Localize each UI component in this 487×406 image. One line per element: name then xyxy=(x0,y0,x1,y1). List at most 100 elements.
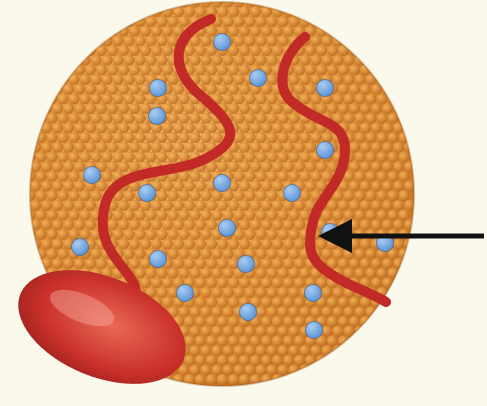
surface-bead xyxy=(349,316,360,327)
surface-bead xyxy=(371,161,382,172)
surface-bead xyxy=(365,171,376,182)
surface-bead xyxy=(294,219,305,230)
surface-bead xyxy=(382,258,393,269)
surface-bead xyxy=(134,35,145,46)
surface-bead xyxy=(178,93,189,104)
surface-bead xyxy=(272,335,283,346)
surface-bead xyxy=(266,132,277,143)
surface-bead xyxy=(272,355,283,366)
surface-bead xyxy=(272,200,283,211)
surface-bead xyxy=(90,151,101,162)
surface-bead xyxy=(46,209,57,220)
surface-bead xyxy=(321,248,332,259)
surface-bead xyxy=(272,238,283,249)
surface-bead xyxy=(41,161,52,172)
surface-bead xyxy=(228,6,239,17)
surface-bead xyxy=(46,248,57,259)
surface-bead xyxy=(294,335,305,346)
surface-bead xyxy=(283,355,294,366)
surface-bead xyxy=(338,297,349,308)
blue-inclusion xyxy=(139,185,156,202)
surface-bead xyxy=(189,190,200,201)
surface-bead xyxy=(376,151,387,162)
surface-bead xyxy=(266,190,277,201)
surface-bead xyxy=(134,93,145,104)
surface-bead xyxy=(382,122,393,133)
surface-bead xyxy=(244,190,255,201)
surface-bead xyxy=(167,267,178,278)
surface-bead xyxy=(162,277,173,288)
surface-bead xyxy=(211,326,222,337)
surface-bead xyxy=(266,209,277,220)
surface-bead xyxy=(134,113,145,124)
surface-bead xyxy=(90,93,101,104)
surface-bead xyxy=(305,84,316,95)
surface-bead xyxy=(178,190,189,201)
surface-bead xyxy=(112,151,123,162)
surface-bead xyxy=(178,267,189,278)
surface-bead xyxy=(250,335,261,346)
surface-bead xyxy=(195,277,206,288)
surface-bead xyxy=(266,171,277,182)
surface-bead xyxy=(261,142,272,153)
surface-bead xyxy=(310,345,321,356)
surface-bead xyxy=(129,45,140,56)
surface-bead xyxy=(299,306,310,317)
surface-bead xyxy=(118,142,129,153)
blue-inclusion xyxy=(214,34,231,51)
surface-bead xyxy=(129,64,140,75)
surface-bead xyxy=(261,200,272,211)
surface-bead xyxy=(74,122,85,133)
surface-bead xyxy=(349,297,360,308)
surface-bead xyxy=(200,267,211,278)
surface-bead xyxy=(173,84,184,95)
surface-bead xyxy=(338,200,349,211)
surface-bead xyxy=(195,64,206,75)
surface-bead xyxy=(360,180,371,191)
surface-bead xyxy=(244,35,255,46)
surface-bead xyxy=(244,151,255,162)
surface-bead xyxy=(294,142,305,153)
surface-bead xyxy=(173,122,184,133)
surface-bead xyxy=(299,190,310,201)
surface-bead xyxy=(140,277,151,288)
surface-bead xyxy=(354,93,365,104)
surface-bead xyxy=(294,258,305,269)
surface-bead xyxy=(189,229,200,240)
surface-bead xyxy=(305,122,316,133)
surface-bead xyxy=(244,229,255,240)
surface-bead xyxy=(217,238,228,249)
surface-bead xyxy=(156,190,167,201)
surface-bead xyxy=(266,74,277,85)
surface-bead xyxy=(255,248,266,259)
surface-bead xyxy=(288,171,299,182)
surface-bead xyxy=(167,113,178,124)
surface-bead xyxy=(35,190,46,201)
surface-bead xyxy=(393,180,404,191)
surface-bead xyxy=(283,238,294,249)
surface-bead xyxy=(261,238,272,249)
surface-bead xyxy=(217,64,228,75)
surface-bead xyxy=(189,364,200,375)
surface-bead xyxy=(294,161,305,172)
surface-bead xyxy=(173,142,184,153)
surface-bead xyxy=(332,287,343,298)
surface-bead xyxy=(338,84,349,95)
surface-bead xyxy=(173,258,184,269)
surface-bead xyxy=(118,219,129,230)
surface-bead xyxy=(239,6,250,17)
surface-bead xyxy=(277,35,288,46)
surface-bead xyxy=(112,113,123,124)
surface-bead xyxy=(57,151,68,162)
surface-bead xyxy=(68,171,79,182)
surface-bead xyxy=(46,190,57,201)
surface-bead xyxy=(244,171,255,182)
surface-bead xyxy=(173,238,184,249)
surface-bead xyxy=(327,200,338,211)
surface-bead xyxy=(129,219,140,230)
surface-bead xyxy=(222,248,233,259)
surface-bead xyxy=(255,326,266,337)
surface-bead xyxy=(211,209,222,220)
surface-bead xyxy=(211,55,222,66)
